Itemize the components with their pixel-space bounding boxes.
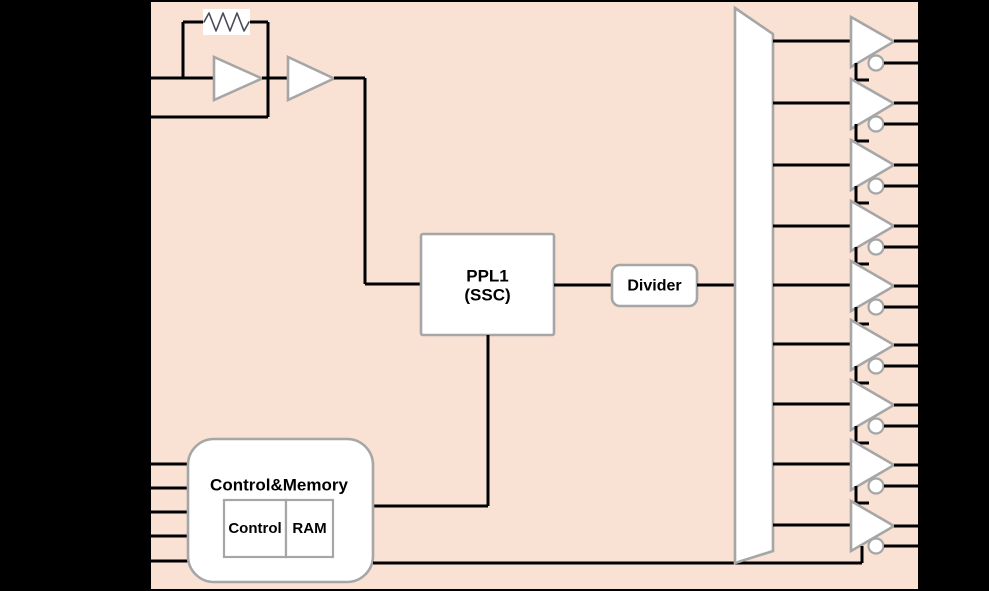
pll1-label-line1: PPL1 (466, 266, 509, 285)
pll1-block[interactable]: PPL1 (SSC) (419, 232, 556, 337)
invert-bubble-8 (867, 477, 885, 495)
amp2-to-pll-path (334, 76, 421, 286)
invert-bubble-6 (867, 357, 885, 375)
invert-bubble-1 (867, 54, 885, 72)
pll1-label-line2: (SSC) (464, 285, 510, 304)
invert-bubble-9 (867, 537, 885, 555)
pll-to-control-path (373, 335, 490, 508)
fanout-output-wires (773, 39, 852, 527)
buffer-amplifier-icon (286, 54, 338, 103)
output-buffer-7[interactable] (849, 377, 918, 445)
resistor-icon (203, 9, 250, 35)
output-buffer-3[interactable] (849, 137, 918, 205)
control-memory-block[interactable]: Control&Memory Control RAM (186, 437, 375, 584)
output-buffer-5[interactable] (849, 258, 918, 326)
invert-bubble-3 (867, 177, 885, 195)
control-label: Control (228, 520, 281, 537)
ram-subblock[interactable]: RAM (284, 498, 335, 559)
control-subblock[interactable]: Control (222, 498, 288, 559)
divider-block[interactable]: Divider (610, 263, 699, 308)
clock-distribution-tree[interactable] (733, 5, 775, 565)
feedback-network (181, 20, 270, 117)
output-buffer-8[interactable] (849, 437, 918, 505)
control-memory-label: Control&Memory (210, 475, 348, 494)
ram-label: RAM (292, 520, 326, 537)
output-buffer-9[interactable] (849, 498, 918, 563)
invert-bubble-4 (867, 238, 885, 256)
output-buffer-2[interactable] (849, 76, 918, 143)
output-buffer-6[interactable] (849, 317, 918, 385)
invert-bubble-7 (867, 417, 885, 435)
invert-bubble-5 (867, 298, 885, 316)
invert-bubble-2 (867, 115, 885, 133)
input-amplifier-icon (212, 54, 266, 103)
divider-label: Divider (627, 278, 681, 295)
output-buffer-1[interactable] (849, 14, 918, 82)
